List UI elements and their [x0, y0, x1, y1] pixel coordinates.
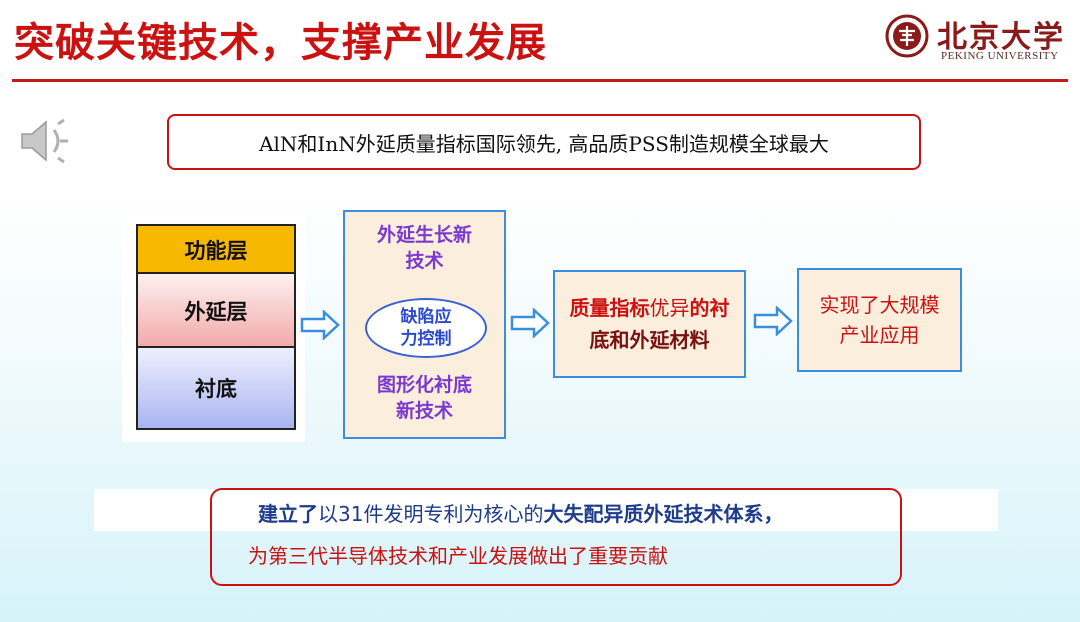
patterned-substrate-tech: 图形化衬底 新技术 — [376, 374, 472, 422]
epitaxial-growth-tech: 外延生长新 技术 — [376, 224, 472, 272]
summary-line-1: 建立了以31件发明专利为核心的大失配异质外延技术体系， — [258, 502, 784, 526]
arrow-right-icon — [510, 308, 550, 338]
logo-en-name: PEKING UNIVERSITY — [941, 50, 1059, 62]
title-rule — [12, 79, 1068, 82]
logo-cn-name: 北京大学 — [937, 20, 1065, 55]
university-logo: 北京大学 PEKING UNIVERSITY — [885, 10, 1075, 66]
defect-stress-control-ellipse: 缺陷应 力控制 — [365, 298, 487, 358]
arrow-right-icon — [300, 310, 340, 340]
summary-line-2: 为第三代半导体技术和产业发展做出了重要贡献 — [248, 544, 668, 568]
summary-box — [210, 488, 902, 586]
substrate-layer: 衬底 — [136, 346, 296, 430]
application-box: 实现了大规模 产业应用 — [797, 268, 962, 372]
peking-university-seal-icon — [885, 14, 929, 58]
epitaxial-layer: 外延层 — [136, 272, 296, 348]
functional-layer: 功能层 — [136, 224, 296, 274]
summary-band — [94, 489, 998, 531]
headline-box: AlN和InN外延质量指标国际领先, 高品质PSS制造规模全球最大 — [167, 114, 921, 170]
speaker-icon[interactable] — [16, 116, 72, 166]
technology-box: 外延生长新 技术 缺陷应 力控制 图形化衬底 新技术 — [343, 210, 506, 439]
quality-box: 质量指标优异的衬 底和外延材料 — [553, 270, 746, 378]
arrow-right-icon — [753, 306, 793, 336]
slide-title: 突破关键技术，支撑产业发展 — [14, 20, 547, 66]
